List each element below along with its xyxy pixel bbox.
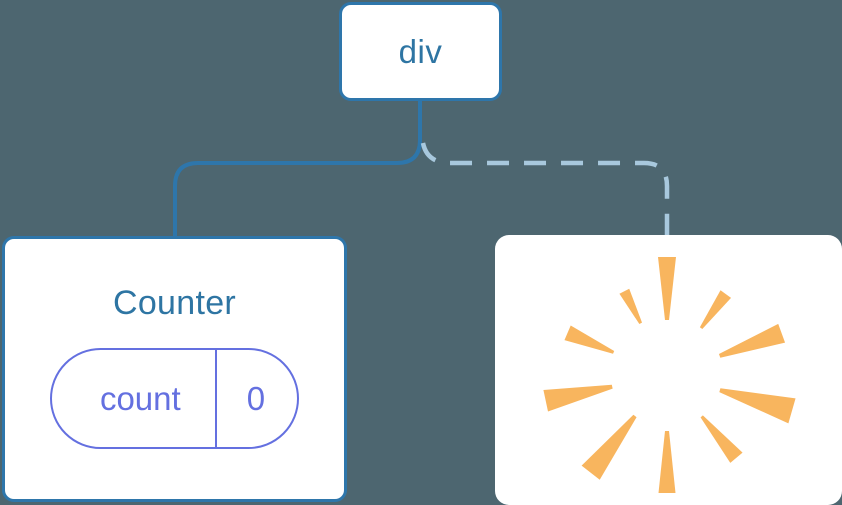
edge-div-sparkle xyxy=(420,142,670,237)
node-counter-label: Counter xyxy=(112,284,237,322)
node-sparkle[interactable] xyxy=(495,235,842,505)
sparkle-ray-9 xyxy=(564,325,615,354)
sparkle-ray-5 xyxy=(700,415,743,463)
node-div-label: div xyxy=(398,33,443,70)
node-div[interactable]: div xyxy=(339,2,502,101)
state-value: 0 xyxy=(214,350,297,447)
sparkle-ray-8 xyxy=(543,384,613,412)
node-counter[interactable]: Counter count 0 xyxy=(2,236,347,502)
state-key: count xyxy=(99,380,181,417)
sparkle-burst-icon xyxy=(543,257,796,493)
sparkle-ray-2 xyxy=(699,290,732,329)
sparkle-ray-1 xyxy=(658,257,676,320)
sparkle-ray-3 xyxy=(718,323,786,358)
sparkle-ray-10 xyxy=(619,288,643,324)
sparkle-ray-7 xyxy=(581,414,637,480)
edge-div-counter xyxy=(173,99,422,238)
state-pill-count[interactable]: count 0 xyxy=(49,348,300,449)
sparkle-ray-4 xyxy=(719,388,796,424)
sparkle-ray-6 xyxy=(658,431,676,493)
